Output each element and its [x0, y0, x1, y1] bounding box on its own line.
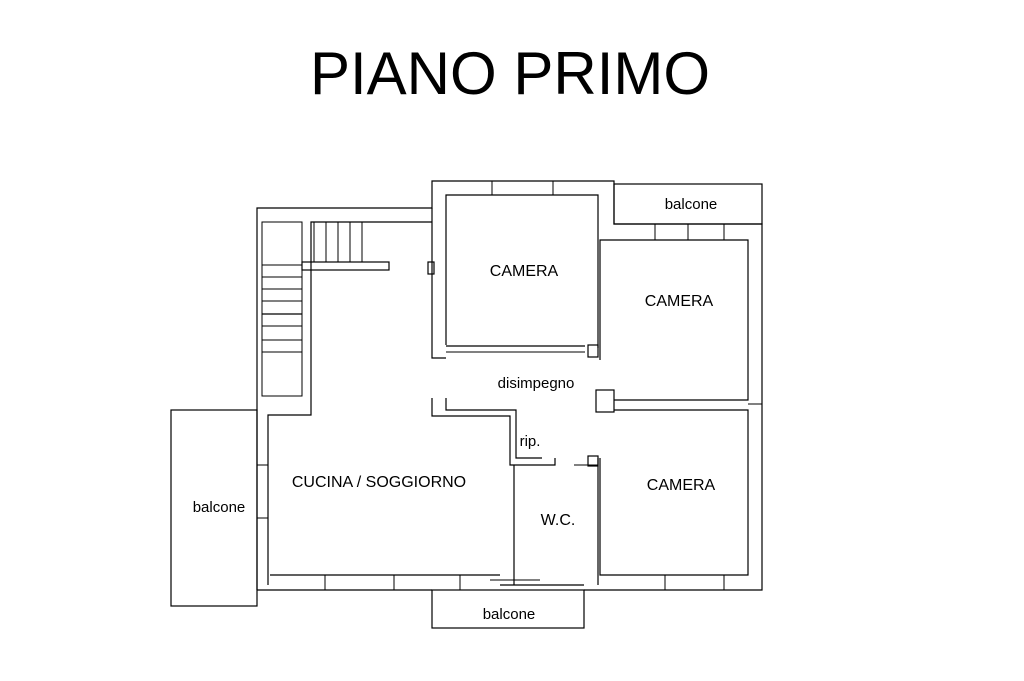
balcone-top: balcone	[613, 183, 763, 225]
balcone-bottom-label: balcone	[483, 606, 536, 623]
balcone-left: balcone	[170, 409, 258, 607]
outer-walls	[256, 180, 763, 591]
ripostiglio-room: rip.	[431, 398, 556, 466]
cucina-soggiorno-label: CUCINA / SOGGIORNO	[292, 474, 466, 491]
camera-1-room: CAMERA	[431, 181, 599, 359]
camera-2-label: CAMERA	[645, 293, 714, 310]
balcone-left-label: balcone	[193, 499, 246, 516]
wc-label: W.C.	[541, 512, 576, 529]
camera-3-room: CAMERA	[599, 403, 762, 590]
balcone-bottom: balcone	[431, 589, 585, 629]
camera-3-label: CAMERA	[647, 477, 716, 494]
disimpegno-label: disimpegno	[498, 375, 575, 392]
ripostiglio-label: rip.	[520, 433, 541, 450]
balcone-top-label: balcone	[665, 196, 718, 213]
camera-2-room: CAMERA	[599, 224, 749, 401]
staircase	[261, 221, 390, 397]
camera-1-label: CAMERA	[490, 263, 559, 280]
wc-room: W.C.	[513, 458, 599, 585]
cucina-soggiorno-room: CUCINA / SOGGIORNO	[257, 464, 540, 590]
plan-title: PIANO PRIMO	[310, 40, 710, 107]
